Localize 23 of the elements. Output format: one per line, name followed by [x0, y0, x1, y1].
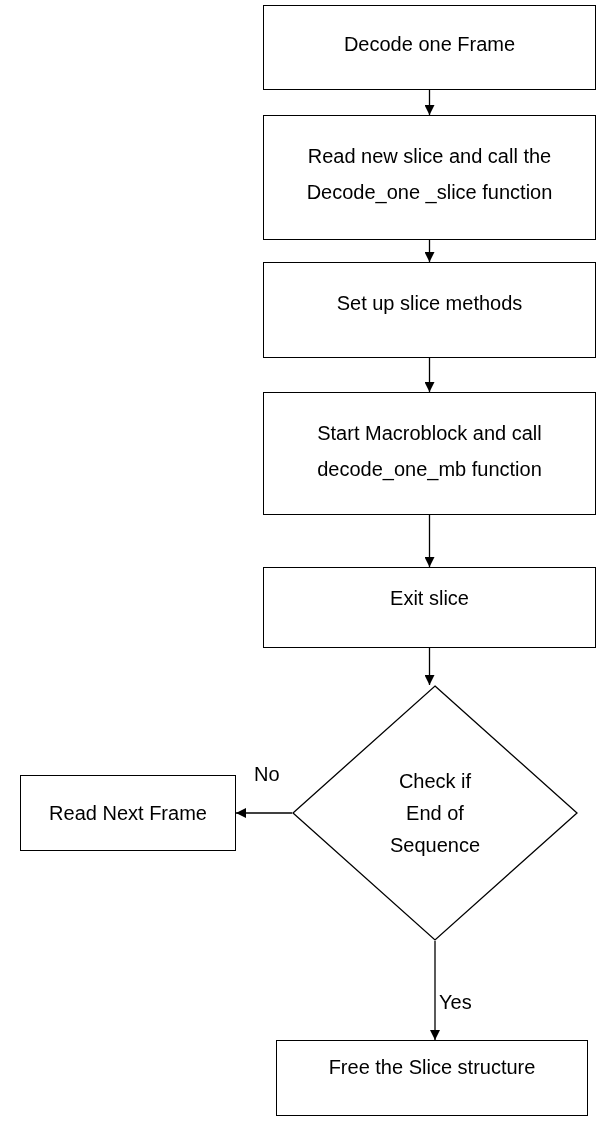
arrow [424, 514, 435, 568]
node-text: Read Next Frame [48, 801, 208, 826]
arrow [424, 239, 435, 263]
arrow [424, 647, 435, 686]
process-box [263, 115, 596, 240]
process-box [263, 262, 596, 358]
arrow [235, 808, 293, 818]
process-box [276, 1040, 588, 1116]
arrow [430, 940, 440, 1041]
node-text: Read new slice and call the Decode_one _slice function [305, 144, 554, 206]
node-text: Set up slice methods [335, 291, 524, 316]
process-box [263, 392, 596, 515]
process-box [20, 775, 236, 851]
node-text: Free the Slice structure [327, 1055, 537, 1080]
process-box [263, 567, 596, 648]
arrow [424, 89, 435, 116]
arrow [424, 357, 435, 393]
node-text: Exit slice [389, 586, 470, 611]
decision-diamond [292, 685, 578, 941]
node-text: Decode one Frame [342, 32, 517, 57]
process-box [263, 5, 596, 90]
node-text: Check if End of Sequence [388, 769, 482, 858]
node-text: Start Macroblock and call decode_one_mb function [316, 421, 543, 483]
